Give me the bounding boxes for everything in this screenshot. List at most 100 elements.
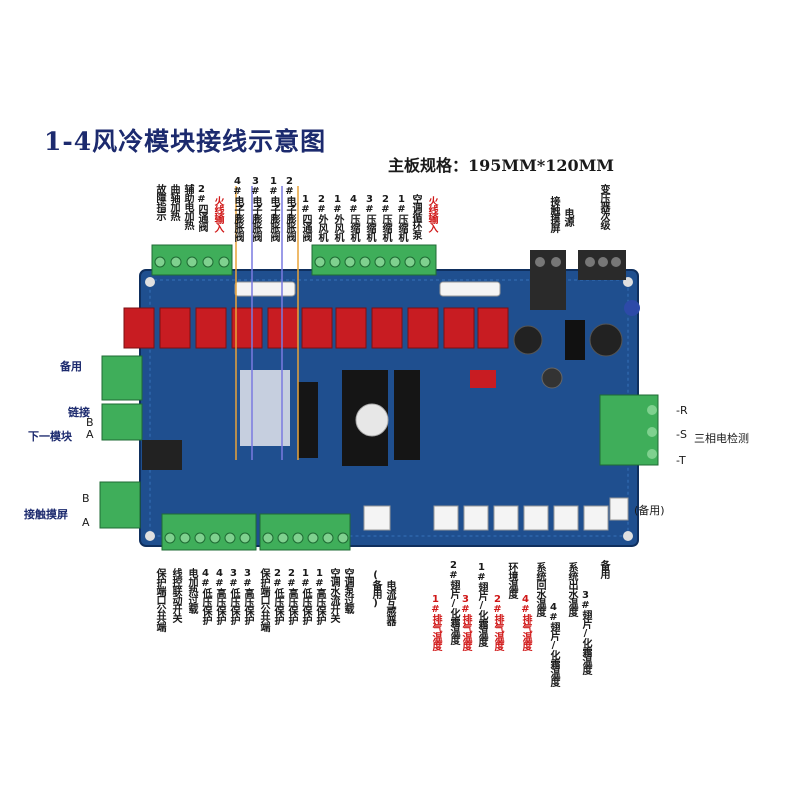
top-label: 电源 bbox=[562, 208, 573, 226]
screw bbox=[179, 532, 191, 544]
screw bbox=[344, 256, 356, 268]
bottom-label: 备用 bbox=[598, 560, 609, 578]
bottom-label: 2#翅片/化霜温度 bbox=[448, 560, 459, 644]
bottom-label: 3#低压保护 bbox=[228, 568, 239, 624]
top-label: 3#压缩机 bbox=[364, 194, 375, 241]
top-label: 2#四通阀 bbox=[196, 184, 207, 231]
top-label: 火线输入 bbox=[212, 196, 223, 232]
screw bbox=[322, 532, 334, 544]
label-touch-screen-left: 接触摸屏 bbox=[24, 508, 68, 521]
screw bbox=[239, 532, 251, 544]
connector-spare-left bbox=[101, 355, 143, 401]
bottom-label: 3#翅片/化霜温度 bbox=[580, 590, 591, 674]
top-label: 1#四通阀 bbox=[300, 194, 311, 241]
bottom-label: (备用) bbox=[370, 570, 381, 608]
screw bbox=[374, 256, 386, 268]
label-three-phase: 三相电检测 bbox=[694, 432, 749, 445]
rj-port bbox=[142, 440, 182, 470]
bottom-label: 3#高压保护 bbox=[242, 568, 253, 624]
bottom-label: 2#低压保护 bbox=[272, 568, 283, 624]
top-label: 火线输入 bbox=[426, 196, 437, 232]
bottom-label: 系统出水温度 bbox=[566, 562, 577, 616]
screw bbox=[209, 532, 221, 544]
screw bbox=[194, 532, 206, 544]
top-label: 空调循环泵 bbox=[410, 194, 421, 239]
diagram-title: 1-4风冷模块接线示意图 bbox=[44, 127, 327, 156]
top-label: 故障指示 bbox=[154, 184, 165, 220]
screw bbox=[337, 532, 349, 544]
top-label: 曲轴加热 bbox=[168, 184, 179, 220]
bottom-label: 1#高压保护 bbox=[314, 568, 325, 624]
buzzer bbox=[355, 403, 389, 437]
relay bbox=[443, 307, 475, 349]
top-label: 3#电子膨胀阀 bbox=[250, 176, 261, 241]
top-label: 2#电子膨胀阀 bbox=[284, 176, 295, 241]
screw bbox=[164, 532, 176, 544]
top-label: 4#电子膨胀阀 bbox=[232, 176, 243, 241]
screw bbox=[404, 256, 416, 268]
bottom-label: 空调泵过载 bbox=[342, 568, 353, 613]
bottom-label: 1#低压保护 bbox=[300, 568, 311, 624]
label-link: 链接 bbox=[68, 406, 90, 419]
screw bbox=[277, 532, 289, 544]
top-label: 4#压缩机 bbox=[348, 194, 359, 241]
connector-spare-right bbox=[609, 497, 629, 521]
capacitor bbox=[624, 300, 640, 316]
relay bbox=[267, 307, 299, 349]
sensor-header bbox=[463, 505, 489, 531]
screw bbox=[154, 256, 166, 268]
relay bbox=[371, 307, 403, 349]
mount-hole bbox=[145, 531, 155, 541]
screw bbox=[218, 256, 230, 268]
top-label: 1#外风机 bbox=[332, 194, 343, 241]
screw bbox=[329, 256, 341, 268]
bottom-label: 4#低压保护 bbox=[200, 568, 211, 624]
bottom-label: 4#高压保护 bbox=[214, 568, 225, 624]
screw bbox=[186, 256, 198, 268]
capacitor bbox=[513, 325, 543, 355]
label-phase-r: -R bbox=[676, 404, 688, 417]
relay bbox=[407, 307, 439, 349]
terminal-screws-bottom bbox=[164, 532, 349, 544]
mount-hole bbox=[145, 277, 155, 287]
bottom-label: 保护端口公共端 bbox=[258, 568, 269, 631]
top-label: 2#外风机 bbox=[316, 194, 327, 241]
connector-touchscreen-left bbox=[99, 481, 141, 529]
capacitor bbox=[589, 323, 623, 357]
dip-switch bbox=[470, 370, 496, 388]
sensor-headers bbox=[433, 505, 609, 531]
connector-link bbox=[101, 403, 143, 441]
label-spare-left: 备用 bbox=[60, 360, 82, 373]
bottom-label: 1#翅片/化霜温度 bbox=[476, 562, 487, 646]
label-link-pin-b: B bbox=[86, 416, 94, 429]
sensor-header bbox=[583, 505, 609, 531]
relay bbox=[159, 307, 191, 349]
label-touch-pin-b: B bbox=[82, 492, 90, 505]
screw bbox=[202, 256, 214, 268]
board-spec: 主板规格：195MM*120MM bbox=[388, 156, 615, 175]
bottom-label: 2#高压保护 bbox=[286, 568, 297, 624]
bottom-label: 系统回水温度 bbox=[534, 562, 545, 616]
terminal-block-bottom-right bbox=[259, 513, 351, 551]
relay bbox=[195, 307, 227, 349]
sensor-header bbox=[523, 505, 549, 531]
screw bbox=[170, 256, 182, 268]
label-touch-pin-a: A bbox=[82, 516, 90, 529]
bottom-label: 4#排气温度 bbox=[520, 594, 531, 650]
fuse bbox=[234, 281, 296, 297]
screw bbox=[359, 256, 371, 268]
top-label: 2#压缩机 bbox=[380, 194, 391, 241]
screw bbox=[224, 532, 236, 544]
label-phase-t: -T bbox=[676, 454, 686, 467]
screw bbox=[419, 256, 431, 268]
top-label: 1#电子膨胀阀 bbox=[268, 176, 279, 241]
bottom-label: 3#排气温度 bbox=[460, 594, 471, 650]
bottom-label: 线控联动开关 bbox=[170, 568, 181, 622]
bottom-label: 环境温度 bbox=[506, 562, 517, 598]
terminal-screws-top bbox=[154, 256, 431, 268]
bottom-label: 电流互感器 bbox=[384, 580, 395, 625]
top-label: 接触摸屏 bbox=[548, 196, 559, 232]
label-spare-right: (备用) bbox=[634, 504, 665, 517]
label-next-module: 下一模块 bbox=[28, 430, 72, 443]
